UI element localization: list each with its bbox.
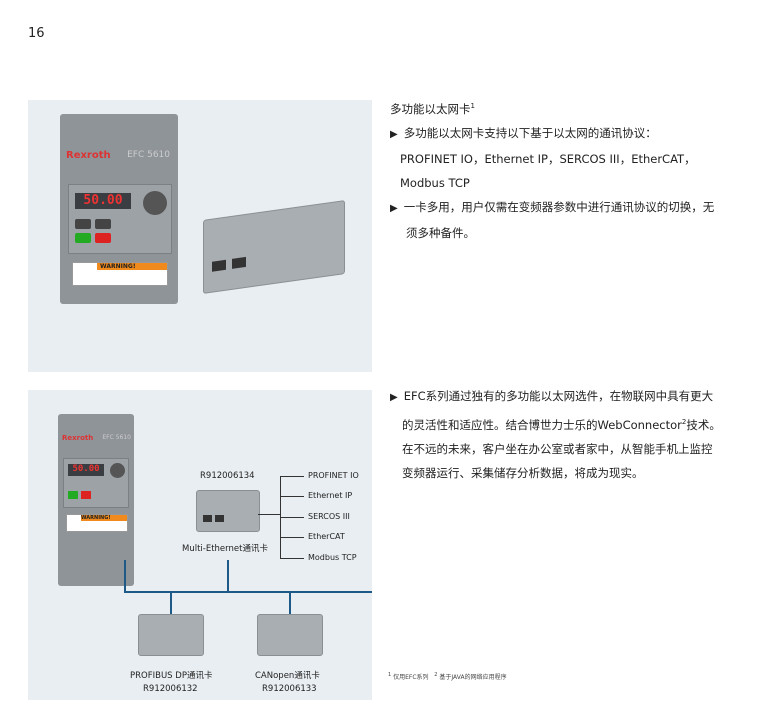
section-2-text: EFC系列通过独有的多功能以太网选件，在物联网中具有更大 的灵活性和适应性。结合…	[390, 384, 765, 485]
brand-logo: Rexroth	[62, 434, 94, 442]
bullet-1-line3: Modbus TCP	[400, 175, 470, 190]
display-readout: 50.00	[75, 193, 131, 209]
canopen-label: CANopen通讯卡	[255, 671, 320, 681]
section-heading: 多功能以太网卡1	[390, 101, 475, 116]
bullet-2-line2: 须多种备件。	[406, 225, 475, 240]
multi-ethernet-card-image	[196, 490, 260, 532]
knob-icon	[110, 463, 125, 478]
protocol-label: PROFINET IO	[308, 471, 359, 480]
warning-label: WARNING!	[97, 263, 167, 270]
bullet-1-line2: PROFINET IO，Ethernet IP，SERCOS III，Ether…	[400, 151, 696, 166]
brand-logo: Rexroth	[66, 150, 111, 161]
profibus-card-image	[138, 614, 204, 656]
multi-card-code: R912006134	[200, 471, 255, 481]
protocol-label: EtherCAT	[308, 532, 345, 541]
footnotes: 1 仅用EFC系列 2 基于JAVA的网络应用程序	[388, 672, 507, 681]
ethernet-card-image	[203, 200, 345, 294]
section-1-text: 多功能以太网卡1 多功能以太网卡支持以下基于以太网的通讯协议： PROFINET…	[390, 94, 760, 245]
model-label: EFC 5610	[102, 434, 131, 441]
paragraph-line: 在不远的未来，客户坐在办公室或者家中，从智能手机上监控	[402, 441, 713, 456]
display-readout: 50.00	[68, 464, 104, 476]
bullet-2: 一卡多用，用户仅需在变频器参数中进行通讯协议的切换，无	[390, 195, 760, 221]
profibus-code: R912006132	[143, 684, 198, 694]
canopen-code: R912006133	[262, 684, 317, 694]
efc-drive-image: Rexroth EFC 5610 50.00 WARNING!	[58, 414, 134, 586]
network-bus-line	[124, 591, 372, 593]
network-diagram-panel: Rexroth EFC 5610 50.00 WARNING! R9120061…	[28, 390, 372, 700]
page-number: 16	[28, 26, 45, 41]
protocol-label: Ethernet IP	[308, 491, 353, 500]
protocol-label: SERCOS III	[308, 512, 350, 521]
protocol-label: Modbus TCP	[308, 553, 357, 562]
paragraph-line: 变频器运行、采集储存分析数据，将成为现实。	[402, 465, 644, 480]
paragraph-line: 的灵活性和适应性。结合博世力士乐的WebConnector2技术。	[402, 417, 721, 432]
multi-card-label: Multi-Ethernet通讯卡	[182, 544, 268, 554]
warning-label: WARNING!	[81, 515, 127, 521]
paragraph-line: EFC系列通过独有的多功能以太网选件，在物联网中具有更大	[390, 384, 765, 410]
knob-icon	[143, 191, 167, 215]
bullet-1: 多功能以太网卡支持以下基于以太网的通讯协议：	[390, 121, 760, 147]
efc-drive-image: Rexroth EFC 5610 50.00 WARNING!	[60, 114, 178, 304]
product-image-panel: Rexroth EFC 5610 50.00 WARNING!	[28, 100, 372, 372]
model-label: EFC 5610	[127, 150, 170, 160]
canopen-card-image	[257, 614, 323, 656]
profibus-label: PROFIBUS DP通讯卡	[130, 671, 213, 681]
